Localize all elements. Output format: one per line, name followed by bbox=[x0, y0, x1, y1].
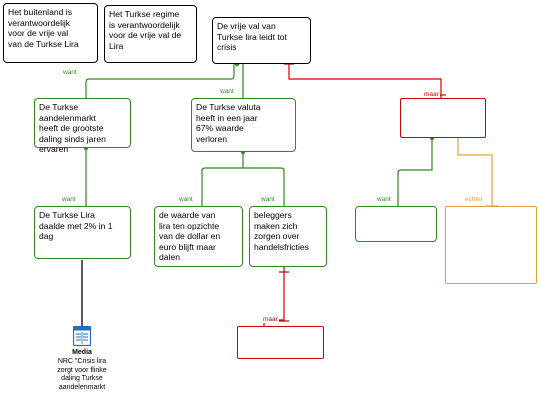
node-regime[interactable]: Het Turkse regime is verantwoordelijk vo… bbox=[104, 5, 197, 63]
label-want: want bbox=[260, 196, 276, 203]
label-maar: maar bbox=[423, 91, 440, 98]
label-want: want bbox=[376, 196, 392, 203]
link-claim-red bbox=[288, 60, 442, 98]
node-rebuttal-empty-2[interactable] bbox=[237, 326, 324, 359]
node-buitenland[interactable]: Het buitenland is verantwoordelijk voor … bbox=[3, 3, 98, 63]
link-valuta-dollar bbox=[201, 167, 243, 206]
link-valuta-beleggers bbox=[243, 167, 285, 206]
label-want: want bbox=[61, 196, 77, 203]
node-main-claim[interactable]: De vrije val van Turkse lira leidt tot c… bbox=[212, 17, 311, 64]
link-claim-aandelen bbox=[85, 64, 235, 98]
node-rebuttal-empty[interactable] bbox=[400, 98, 486, 138]
media-title: Media bbox=[72, 349, 92, 356]
support-links bbox=[85, 64, 433, 206]
label-maar: maar bbox=[262, 316, 279, 323]
node-valuta[interactable]: De Turkse valuta heeft in een jaar 67% w… bbox=[191, 98, 296, 152]
media-source-text: NRC "Crisis lira zorgt voor flinke dalin… bbox=[57, 358, 107, 391]
link-red-green bbox=[397, 138, 433, 206]
node-dollar-euro[interactable]: de waarde van lira ten opzichte van de d… bbox=[154, 206, 243, 267]
link-red-orange bbox=[457, 138, 493, 206]
node-however-empty[interactable] bbox=[445, 206, 537, 284]
node-beleggers[interactable]: beleggers maken zich zorgen over handels… bbox=[249, 206, 327, 267]
node-aandelenmarkt[interactable]: De Turkse aandelenmarkt heeft de grootst… bbox=[34, 98, 131, 154]
document-icon[interactable] bbox=[73, 326, 91, 346]
label-echter: echter bbox=[464, 196, 485, 203]
label-want: want bbox=[178, 196, 194, 203]
node-lira-daling[interactable]: De Turkse Lira daalde met 2% in 1 dag bbox=[34, 206, 131, 259]
label-want: want bbox=[219, 88, 235, 95]
label-want: want bbox=[62, 69, 78, 76]
node-support-empty[interactable] bbox=[355, 206, 437, 242]
